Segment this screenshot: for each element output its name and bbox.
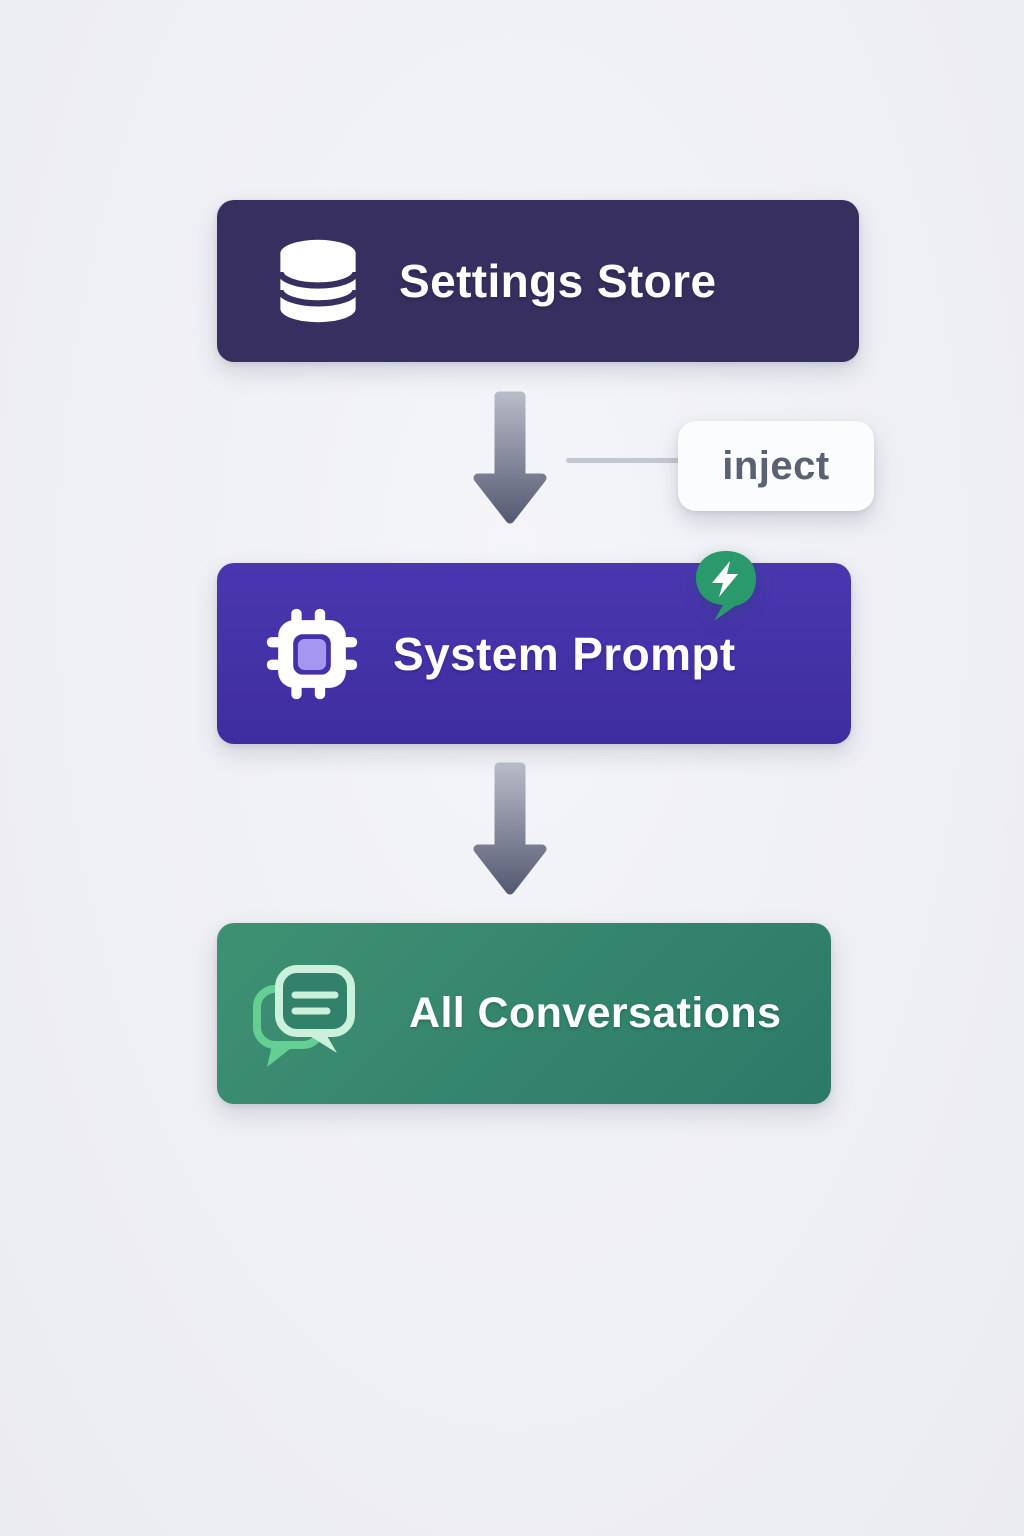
database-icon bbox=[273, 238, 363, 324]
chip-icon bbox=[265, 607, 359, 701]
node-label: All Conversations bbox=[409, 989, 782, 1037]
node-label: System Prompt bbox=[393, 627, 736, 680]
node-label: Settings Store bbox=[399, 255, 717, 307]
arrow-down-icon bbox=[473, 762, 547, 895]
node-settings-store: Settings Store bbox=[217, 200, 859, 362]
edge-label-inject: inject bbox=[678, 421, 874, 511]
node-all-conversations: All Conversations bbox=[217, 923, 831, 1104]
arrow-down-icon bbox=[473, 391, 547, 524]
chat-bubbles-icon bbox=[245, 955, 365, 1073]
lightning-bolt-icon bbox=[696, 551, 756, 621]
edge-connector-line bbox=[566, 458, 680, 463]
